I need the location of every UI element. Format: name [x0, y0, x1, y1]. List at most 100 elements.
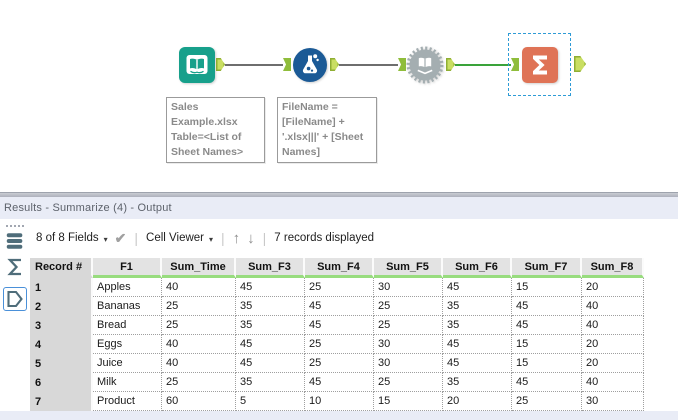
table-cell[interactable]: 15	[512, 278, 582, 297]
apply-check-icon[interactable]: ✔	[114, 229, 127, 246]
table-cell[interactable]: 20	[582, 354, 644, 373]
table-cell[interactable]: 45	[512, 316, 582, 335]
column-header[interactable]: Sum_F7	[512, 258, 582, 278]
table-cell[interactable]: 20	[582, 335, 644, 354]
table-cell[interactable]: 20	[443, 392, 512, 411]
column-header[interactable]: F1	[93, 258, 162, 278]
tool-summarize[interactable]	[522, 47, 558, 83]
summarize-output-anchor[interactable]	[574, 56, 586, 72]
record-number-cell[interactable]: 5	[30, 354, 93, 373]
formula-input-anchor[interactable]	[283, 58, 291, 71]
table-cell[interactable]: 45	[305, 316, 374, 335]
workflow-canvas[interactable]: Sales Example.xlsx Table=<List of Sheet …	[0, 0, 678, 192]
cell-viewer-dropdown[interactable]: Cell Viewer ▾	[146, 232, 213, 244]
table-cell[interactable]: 30	[582, 392, 644, 411]
table-cell[interactable]: 45	[443, 354, 512, 373]
connection-macro-summarize[interactable]	[455, 64, 511, 66]
table-cell[interactable]: Bread	[93, 316, 162, 335]
record-number-cell[interactable]: 4	[30, 335, 93, 354]
table-cell[interactable]: 35	[236, 373, 305, 392]
table-cell[interactable]: 20	[582, 278, 644, 297]
table-cell[interactable]: 25	[162, 373, 236, 392]
fields-dropdown[interactable]: 8 of 8 Fields ▾	[36, 232, 108, 244]
tool-macro[interactable]	[405, 45, 445, 85]
table-cell[interactable]: 25	[374, 316, 443, 335]
table-cell[interactable]: 25	[305, 354, 374, 373]
table-cell[interactable]: 45	[236, 278, 305, 297]
table-cell[interactable]: 45	[305, 297, 374, 316]
record-number-cell[interactable]: 7	[30, 392, 93, 411]
table-cell[interactable]: 40	[582, 297, 644, 316]
summarize-input-anchor[interactable]	[511, 58, 519, 71]
table-cell[interactable]: Juice	[93, 354, 162, 373]
tool-formula[interactable]	[291, 46, 329, 84]
table-cell[interactable]: Product	[93, 392, 162, 411]
table-cell[interactable]: 10	[305, 392, 374, 411]
table-cell[interactable]: 40	[582, 373, 644, 392]
table-cell[interactable]: 5	[236, 392, 305, 411]
table-cell[interactable]: 30	[374, 278, 443, 297]
annotation-input-data[interactable]: Sales Example.xlsx Table=<List of Sheet …	[166, 97, 265, 163]
macro-input-anchor[interactable]	[398, 58, 406, 71]
column-header[interactable]: Sum_F8	[582, 258, 644, 278]
record-number-cell[interactable]: 1	[30, 278, 93, 297]
table-cell[interactable]: 25	[162, 316, 236, 335]
connection-input-formula[interactable]	[225, 64, 283, 66]
table-cell[interactable]: 30	[374, 354, 443, 373]
panel-drag-handle[interactable]	[4, 223, 26, 227]
table-cell[interactable]: 45	[443, 278, 512, 297]
tool-input-data[interactable]	[179, 47, 215, 83]
table-cell[interactable]: 40	[162, 354, 236, 373]
table-cell[interactable]: 45	[512, 373, 582, 392]
output-anchor-icon-selected[interactable]	[3, 287, 27, 311]
column-header[interactable]: Sum_F3	[236, 258, 305, 278]
table-cell[interactable]: Apples	[93, 278, 162, 297]
table-cell[interactable]: 35	[443, 316, 512, 335]
table-cell[interactable]: 40	[162, 335, 236, 354]
table-cell[interactable]: 35	[236, 316, 305, 335]
table-cell[interactable]: Eggs	[93, 335, 162, 354]
column-header[interactable]: Sum_F5	[374, 258, 443, 278]
table-cell[interactable]: 45	[236, 354, 305, 373]
scroll-down-icon[interactable]: ↓	[247, 229, 255, 247]
connection-formula-macro[interactable]	[339, 64, 398, 66]
table-cell[interactable]: 45	[443, 335, 512, 354]
table-cell[interactable]: Milk	[93, 373, 162, 392]
table-cell[interactable]: 45	[236, 335, 305, 354]
record-number-cell[interactable]: 6	[30, 373, 93, 392]
tool-anchor-sigma-icon[interactable]	[3, 255, 27, 279]
annotation-formula[interactable]: FileName = [FileName] + '.xlsx|||' + [Sh…	[277, 97, 377, 163]
table-cell[interactable]: 25	[374, 373, 443, 392]
table-cell[interactable]: 25	[162, 297, 236, 316]
table-cell[interactable]: 45	[305, 373, 374, 392]
table-cell[interactable]: Bananas	[93, 297, 162, 316]
table-cell[interactable]: 25	[374, 297, 443, 316]
table-cell[interactable]: 25	[512, 392, 582, 411]
table-cell[interactable]: 60	[162, 392, 236, 411]
table-cell[interactable]: 30	[374, 335, 443, 354]
formula-output-anchor[interactable]	[330, 58, 339, 71]
metadata-view-icon[interactable]	[3, 229, 27, 253]
record-number-cell[interactable]: 3	[30, 316, 93, 335]
table-cell[interactable]: 25	[305, 335, 374, 354]
record-number-cell[interactable]: 2	[30, 297, 93, 316]
table-cell[interactable]: 25	[305, 278, 374, 297]
table-cell[interactable]: 35	[443, 373, 512, 392]
table-cell[interactable]: 15	[374, 392, 443, 411]
table-cell[interactable]: 40	[162, 278, 236, 297]
table-cell[interactable]: 15	[512, 335, 582, 354]
input-data-output-anchor[interactable]	[216, 58, 225, 71]
table-cell[interactable]: 15	[512, 354, 582, 373]
record-number-header[interactable]: Record #	[30, 258, 93, 278]
column-header[interactable]: Sum_F4	[305, 258, 374, 278]
column-header[interactable]: Sum_Time	[162, 258, 236, 278]
column-header[interactable]: Sum_F6	[443, 258, 512, 278]
table-cell[interactable]: 45	[512, 297, 582, 316]
table-cell[interactable]: 35	[443, 297, 512, 316]
macro-output-anchor[interactable]	[446, 58, 455, 71]
scroll-up-icon[interactable]: ↑	[232, 229, 241, 247]
table-cell[interactable]: 40	[582, 316, 644, 335]
panel-splitter[interactable]	[0, 192, 678, 197]
table-cell[interactable]: 35	[236, 297, 305, 316]
input-data-icon	[179, 47, 215, 87]
